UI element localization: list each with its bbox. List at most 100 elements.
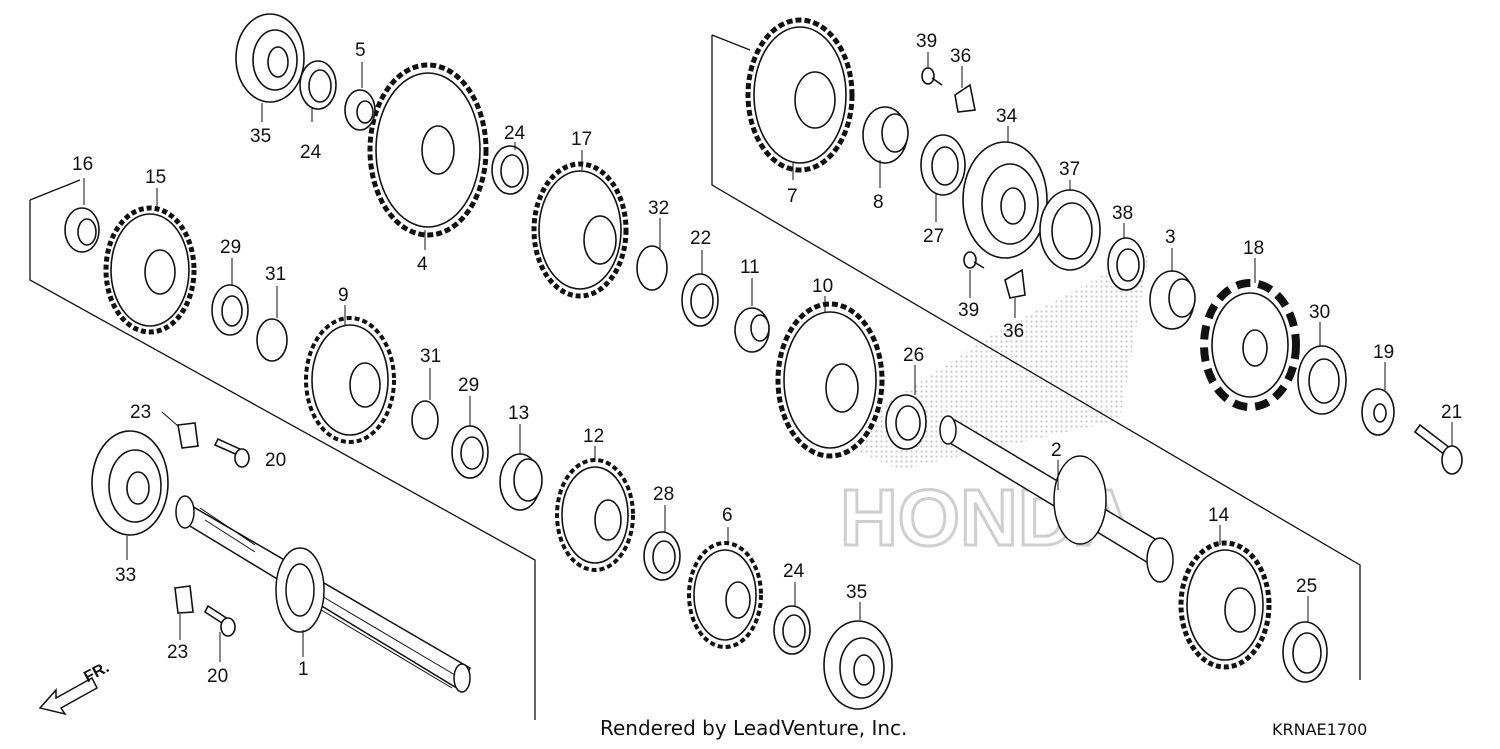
callout-34: 34 (996, 106, 1018, 127)
callout-36-b: 36 (1003, 321, 1024, 342)
render-credit: Rendered by LeadVenture, Inc. (600, 716, 908, 740)
callout-28: 28 (653, 484, 674, 505)
diagram-code: KRNAE1700 (1272, 720, 1368, 739)
washer-part-29-b (451, 425, 489, 479)
circlip-part-32 (636, 245, 668, 291)
callout-9: 9 (338, 285, 349, 306)
countershaft-part-2 (939, 415, 1174, 583)
gear-part-14 (1178, 540, 1272, 670)
washer-part-26 (885, 394, 927, 450)
callout-33: 33 (115, 565, 136, 586)
washer-part-28 (643, 531, 681, 581)
washer-part-24-a (299, 60, 337, 110)
circlip-part-31-b (411, 400, 439, 440)
callout-12: 12 (583, 426, 604, 447)
callout-labels: 35 24 5 4 24 17 32 22 11 16 15 29 31 9 3… (72, 31, 1462, 687)
callout-32: 32 (648, 198, 669, 219)
callout-5: 5 (355, 40, 366, 61)
leader-lines (83, 52, 1453, 662)
plate-part-36-a (954, 83, 976, 113)
callout-39-a: 39 (916, 31, 937, 52)
callout-37: 37 (1059, 159, 1080, 180)
bolt-part-39-a (921, 67, 943, 86)
callout-15: 15 (145, 167, 166, 188)
gear-part-9 (304, 316, 396, 444)
callout-3: 3 (1165, 227, 1176, 248)
callout-22: 22 (690, 228, 711, 249)
callout-20-b: 20 (207, 666, 228, 687)
circlip-part-31-a (256, 318, 288, 362)
callout-39-b: 39 (958, 300, 979, 321)
callout-1: 1 (298, 659, 309, 680)
callout-24-a: 24 (300, 142, 322, 163)
bolt-part-21 (1413, 423, 1463, 475)
assembly-frames (29, 34, 1361, 720)
front-direction-arrow-icon (38, 676, 98, 716)
bearing-part-34 (962, 141, 1048, 259)
callout-31-a: 31 (265, 264, 286, 285)
callout-27: 27 (923, 226, 944, 247)
washer-part-29-a (211, 284, 249, 336)
washer-part-24-b (491, 145, 529, 195)
callout-25: 25 (1296, 576, 1317, 597)
callout-23-b: 23 (167, 642, 188, 663)
callout-10: 10 (812, 276, 833, 297)
gear-part-12 (555, 458, 635, 572)
plate-part-23-a (177, 422, 199, 449)
bushing-part-3 (1149, 270, 1196, 330)
bearing-part-35-top (235, 13, 305, 103)
washer-part-38 (1107, 237, 1145, 291)
washer-part-24-c (773, 605, 811, 655)
plate-part-36-b (1004, 268, 1026, 299)
callout-2: 2 (1051, 440, 1062, 461)
gear-part-7 (745, 17, 855, 173)
callout-38: 38 (1112, 203, 1133, 224)
callout-35-bottom: 35 (846, 582, 867, 603)
washer-part-22 (681, 273, 719, 327)
callout-6: 6 (722, 505, 733, 526)
washer-part-25 (1282, 621, 1328, 683)
callout-23-a: 23 (130, 402, 151, 423)
right-shaft-frame (711, 34, 1361, 680)
callout-14: 14 (1208, 505, 1230, 526)
mainshaft-part-1 (175, 495, 471, 693)
bushing-part-16 (64, 207, 100, 253)
bolt-part-20-b (203, 604, 236, 637)
callout-8: 8 (873, 192, 884, 213)
sprocket-part-18 (1200, 279, 1300, 411)
plate-part-23-b (174, 585, 194, 614)
callout-24-b: 24 (504, 123, 526, 144)
callout-17: 17 (571, 129, 592, 150)
bolt-part-39-b (963, 251, 985, 269)
callout-16: 16 (72, 154, 93, 175)
bearing-part-33 (91, 430, 169, 536)
left-shaft-frame (29, 179, 536, 720)
bearing-part-35-bottom (823, 620, 893, 710)
gear-part-10 (775, 301, 885, 459)
callout-30: 30 (1309, 302, 1330, 323)
bushing-part-11 (734, 307, 770, 353)
gear-part-4 (367, 62, 489, 238)
needle-bearing-part-13 (499, 453, 543, 511)
washer-part-19 (1361, 388, 1395, 436)
callout-31-b: 31 (420, 346, 441, 367)
bushing-part-5 (344, 89, 376, 131)
callout-35-top: 35 (250, 126, 271, 147)
callout-29-a: 29 (220, 237, 241, 258)
callout-11: 11 (740, 257, 760, 278)
callout-7: 7 (787, 186, 798, 207)
washer-part-30 (1297, 345, 1347, 415)
bolt-part-20-a (213, 437, 250, 468)
gear-part-15 (103, 205, 197, 335)
gear-part-17 (531, 161, 629, 299)
small-parts (64, 60, 1463, 683)
seal-part-37 (1039, 189, 1101, 271)
callout-19: 19 (1373, 342, 1394, 363)
gear-part-6 (687, 541, 763, 649)
callout-36-a: 36 (950, 46, 971, 67)
callout-26: 26 (903, 345, 924, 366)
callout-18: 18 (1243, 238, 1264, 259)
callout-4: 4 (417, 254, 428, 275)
washer-part-27 (920, 134, 966, 196)
